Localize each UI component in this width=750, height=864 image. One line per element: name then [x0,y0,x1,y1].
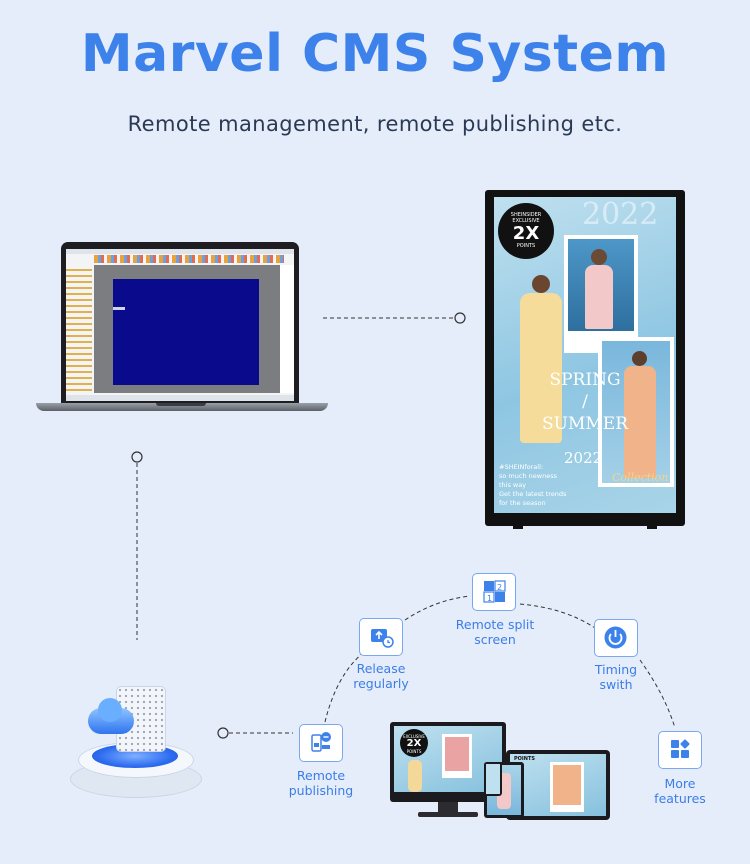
photo-top [564,235,638,353]
laptop-base [36,403,328,411]
device-group: EXCLUSIVE 2X POINTS POINTS [388,722,620,822]
more-features-icon[interactable] [658,731,702,769]
more-features-label: More features [654,776,706,806]
signage-caption: #SHEINforall: so much newness this way G… [499,463,567,507]
year-watermark: 2022 [582,197,659,232]
points-badge: SHEINSIDER EXCLUSIVE 2X POINTS [498,203,554,259]
signage-collection: Collection [612,471,669,484]
phone [484,762,502,796]
release-regularly-label: Release regularly [353,661,409,691]
timing-switch-label: Timing swith [594,662,638,692]
spring-summer-text: SPRING / SUMMER [542,370,628,434]
desktop-canvas [113,279,259,385]
photo-bottom [598,337,674,487]
release-regularly-icon[interactable] [359,618,403,656]
remote-publishing-label: Remote publishing [288,768,354,798]
page-subtitle: Remote management, remote publishing etc… [127,112,623,136]
svg-text:2: 2 [497,583,502,592]
split-screen-label: Remote split screen [455,617,535,647]
model-yellow-dress [512,267,572,447]
laptop-screen [66,249,294,401]
signage-year: 2022 [564,449,603,467]
page-title: Marvel CMS System [80,24,670,84]
signage-screen: 2022 SHEINSIDER EXCLUSIVE 2X POINTS SPRI… [494,197,676,513]
remote-publishing-icon[interactable] [299,724,343,762]
cloud-server [70,682,202,800]
svg-text:1: 1 [487,594,492,603]
timing-switch-icon[interactable] [594,619,638,657]
